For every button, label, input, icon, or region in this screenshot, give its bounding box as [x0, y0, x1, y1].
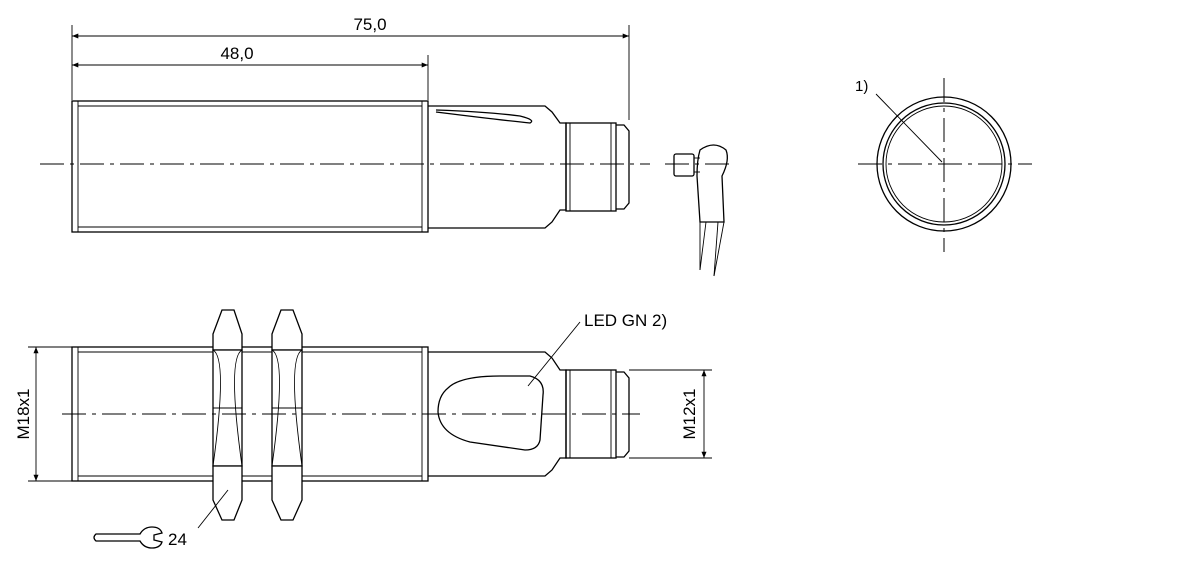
top-side-view: 75,0 48,0	[40, 15, 735, 277]
connector-m12	[565, 122, 630, 212]
wrench-icon: 24	[93, 489, 229, 549]
led-label: LED GN 2)	[584, 311, 667, 330]
m18-label: M18x1	[14, 388, 33, 439]
threaded-housing	[71, 100, 429, 233]
sensor-body	[428, 105, 567, 229]
total-length-label: 75,0	[353, 15, 386, 34]
led-leader: LED GN 2)	[527, 311, 667, 387]
wrench-size-label: 24	[168, 530, 187, 549]
note-1-label: 1)	[855, 78, 868, 95]
front-view: 1)	[855, 78, 1032, 252]
lock-nut-2	[271, 309, 303, 521]
led-window	[437, 375, 544, 451]
dimension-m12: M12x1	[629, 369, 712, 459]
dimension-thread-length: 48,0	[72, 44, 429, 100]
dimension-m18: M18x1	[14, 346, 72, 482]
angled-cable-connector	[665, 144, 735, 277]
m12-label: M12x1	[680, 388, 699, 439]
bottom-side-view: M18x1	[14, 309, 712, 549]
thread-length-label: 48,0	[220, 44, 253, 63]
dimension-total-length: 75,0	[71, 15, 630, 120]
lock-nut-1	[212, 309, 243, 521]
